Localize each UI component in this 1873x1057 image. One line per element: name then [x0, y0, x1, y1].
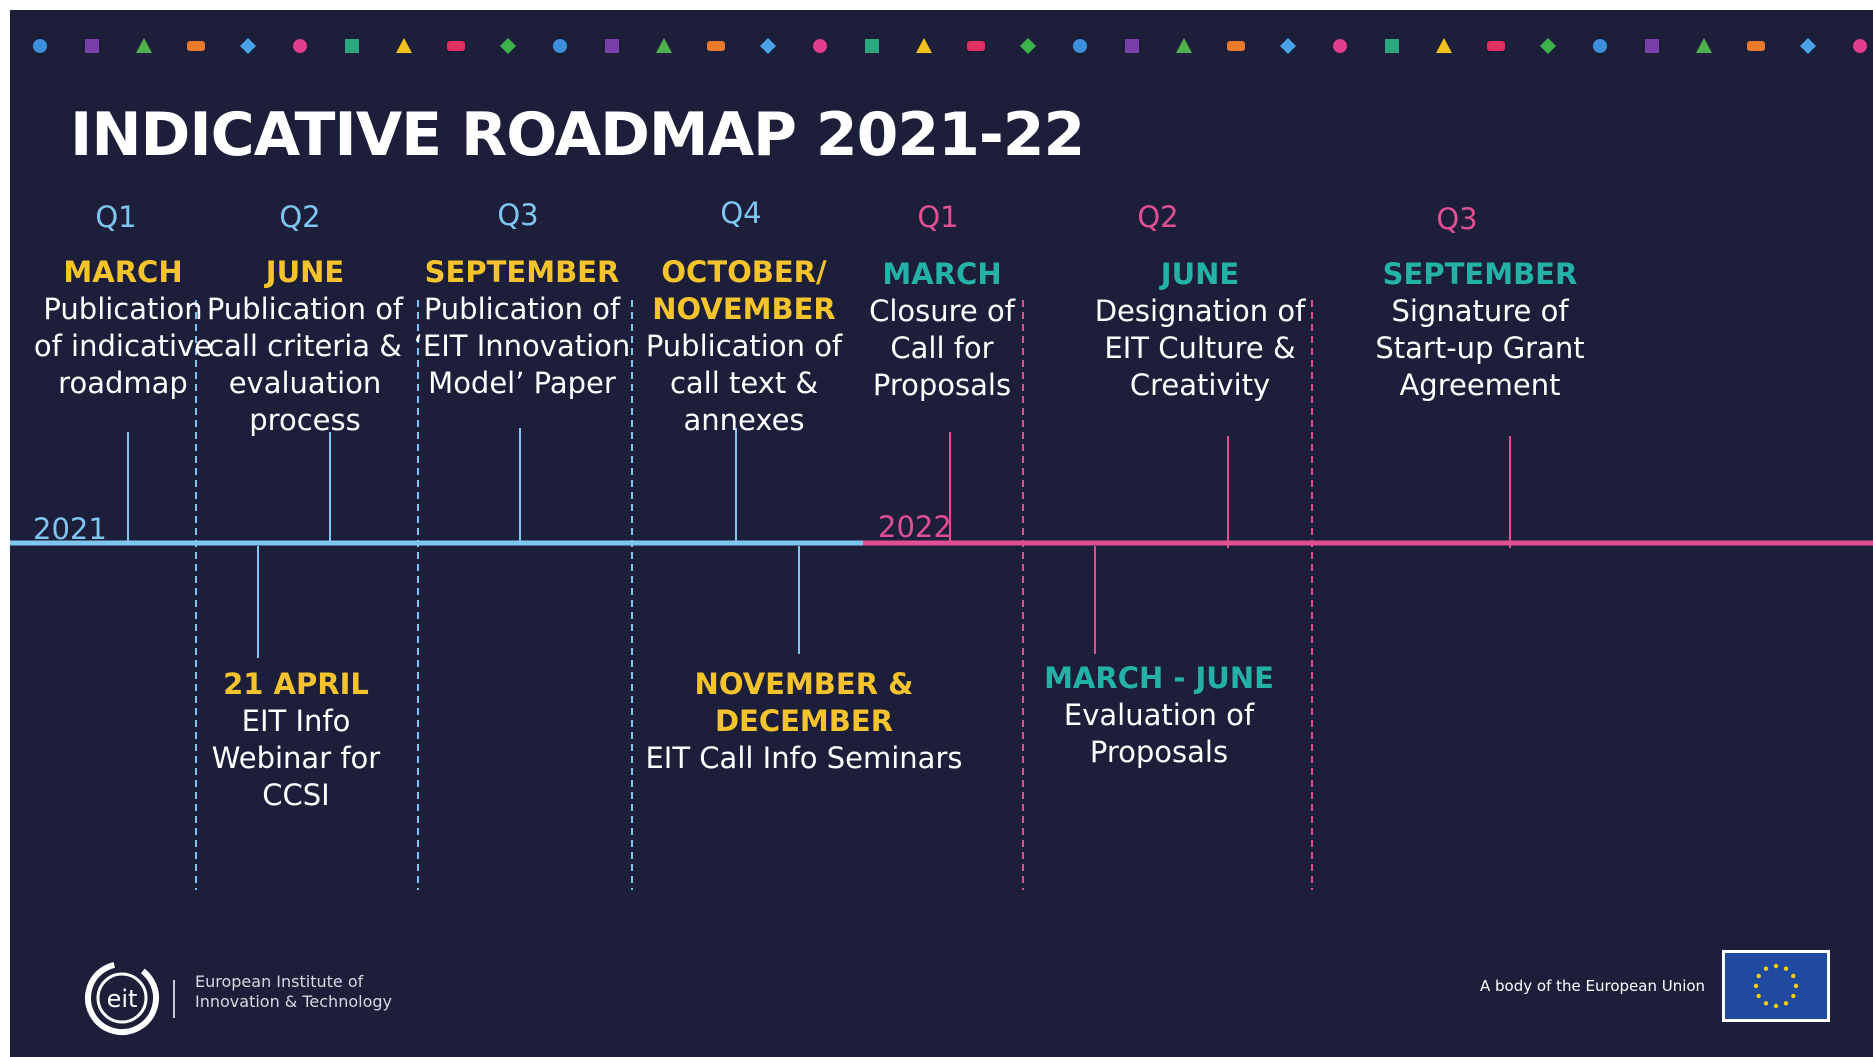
- milestone-heading: JUNE: [265, 255, 345, 289]
- milestone-heading: SEPTEMBER: [424, 255, 620, 289]
- milestone-text: EIT Info Webinar for CCSI: [211, 704, 381, 812]
- decorative-shape-icon: [1227, 41, 1245, 51]
- milestone-text: Evaluation of Proposals: [1063, 698, 1255, 769]
- eu-star-icon: [1783, 966, 1789, 971]
- milestone-bottom: MARCH - JUNE Evaluation of Proposals: [1039, 660, 1279, 771]
- decorative-shape-icon: [1436, 38, 1452, 53]
- decorative-shape-icon: [916, 38, 932, 53]
- decorative-shape-icon: [1853, 39, 1867, 53]
- decorative-shape-icon: [1020, 38, 1036, 54]
- timeline-lines: [10, 300, 1873, 890]
- milestone-text: Publication of ‘EIT Innovation Model’ Pa…: [413, 292, 631, 400]
- decorative-shape-icon: [1176, 38, 1192, 53]
- decorative-shape-icon: [1073, 39, 1087, 53]
- quarter-label: Q1: [917, 200, 959, 234]
- milestone-text: Closure of Call for Proposals: [869, 294, 1015, 402]
- eu-star-icon: [1791, 993, 1796, 999]
- milestone-heading: JUNE: [1160, 257, 1240, 291]
- decorative-shape-icon: [813, 39, 827, 53]
- decorative-shape-icon: [1385, 39, 1399, 53]
- decorative-shape-icon: [760, 38, 776, 54]
- decorative-shape-icon: [293, 39, 307, 53]
- decorative-shape-icon: [447, 41, 465, 51]
- eu-star-icon: [1763, 966, 1769, 971]
- decorative-shape-icon: [1747, 41, 1765, 51]
- decorative-shape-icon: [1696, 38, 1712, 53]
- milestone-top: JUNE Designation of EIT Culture & Creati…: [1080, 256, 1320, 404]
- quarter-label: Q1: [95, 200, 137, 234]
- eu-star-icon: [1791, 973, 1796, 979]
- milestone-bottom: 21 APRIL EIT Info Webinar for CCSI: [176, 666, 416, 814]
- milestone-heading: 21 APRIL: [223, 667, 369, 701]
- decorative-icon-strip: [33, 38, 1867, 54]
- milestone-heading: MARCH: [882, 257, 1002, 291]
- milestone-heading: MARCH: [63, 255, 183, 289]
- milestone-top: SEPTEMBER Signature of Start-up Grant Ag…: [1360, 256, 1600, 404]
- milestone-heading: SEPTEMBER: [1382, 257, 1578, 291]
- decorative-shape-icon: [1487, 41, 1505, 51]
- milestone-heading: OCTOBER/ NOVEMBER: [652, 255, 836, 326]
- milestone-bottom: NOVEMBER & DECEMBER EIT Call Info Semina…: [644, 666, 964, 777]
- milestone-top: MARCH Publication of indicative roadmap: [10, 254, 243, 402]
- quarter-label: Q3: [497, 198, 539, 232]
- decorative-shape-icon: [1540, 38, 1556, 54]
- decorative-shape-icon: [1280, 38, 1296, 54]
- decorative-shape-icon: [656, 38, 672, 53]
- eit-logo: eit: [85, 961, 175, 1035]
- year-label-2021: 2021: [33, 512, 107, 546]
- eu-star-icon: [1783, 1001, 1789, 1006]
- decorative-shape-icon: [187, 41, 205, 51]
- roadmap-slide: INDICATIVE ROADMAP 2021-22 Q1 Q2 Q3 Q4 Q…: [10, 10, 1873, 1057]
- eu-star-icon: [1773, 1003, 1779, 1009]
- decorative-shape-icon: [1800, 38, 1816, 54]
- decorative-shape-icon: [1645, 39, 1659, 53]
- eu-star-icon: [1756, 973, 1761, 979]
- decorative-shape-icon: [605, 39, 619, 53]
- decorative-shape-icon: [553, 39, 567, 53]
- eit-logo-mark: eit: [107, 985, 138, 1013]
- quarter-label: Q2: [279, 200, 321, 234]
- eu-star-icon: [1773, 963, 1779, 969]
- milestone-text: EIT Call Info Seminars: [645, 741, 963, 775]
- milestone-text: Publication of indicative roadmap: [33, 292, 213, 400]
- quarter-label: Q4: [720, 196, 762, 230]
- eu-star-icon: [1763, 1001, 1769, 1006]
- decorative-shape-icon: [1333, 39, 1347, 53]
- decorative-shape-icon: [240, 38, 256, 54]
- decorative-shape-icon: [345, 39, 359, 53]
- milestone-top: MARCH Closure of Call for Proposals: [822, 256, 1062, 404]
- decorative-shape-icon: [1125, 39, 1139, 53]
- eu-flag-icon: [1722, 950, 1830, 1022]
- milestone-text: Signature of Start-up Grant Agreement: [1375, 294, 1585, 402]
- decorative-shape-icon: [33, 39, 47, 53]
- quarter-label: Q3: [1436, 202, 1478, 236]
- decorative-shape-icon: [500, 38, 516, 54]
- milestone-text: Designation of EIT Culture & Creativity: [1094, 294, 1306, 402]
- quarter-label: Q2: [1137, 200, 1179, 234]
- decorative-shape-icon: [85, 39, 99, 53]
- decorative-shape-icon: [396, 38, 412, 53]
- eu-star-icon: [1753, 983, 1759, 989]
- decorative-shape-icon: [865, 39, 879, 53]
- milestone-top: SEPTEMBER Publication of ‘EIT Innovation…: [402, 254, 642, 402]
- decorative-shape-icon: [707, 41, 725, 51]
- milestone-top: OCTOBER/ NOVEMBER Publication of call te…: [624, 254, 864, 439]
- eit-logo-text: European Institute of Innovation & Techn…: [195, 972, 392, 1011]
- eu-star-icon: [1756, 993, 1761, 999]
- milestone-heading: MARCH - JUNE: [1044, 661, 1274, 695]
- milestone-text: Publication of call text & annexes: [645, 329, 843, 437]
- decorative-shape-icon: [1593, 39, 1607, 53]
- milestone-top: JUNE Publication of call criteria & eval…: [185, 254, 425, 439]
- eu-star-icon: [1793, 983, 1799, 989]
- milestone-heading: NOVEMBER & DECEMBER: [694, 667, 914, 738]
- page-title: INDICATIVE ROADMAP 2021-22: [70, 100, 1085, 170]
- year-label-2022: 2022: [878, 510, 952, 544]
- milestone-text: Publication of call criteria & evaluatio…: [206, 292, 404, 437]
- eu-tagline: A body of the European Union: [1480, 977, 1706, 995]
- decorative-shape-icon: [967, 41, 985, 51]
- decorative-shape-icon: [136, 38, 152, 53]
